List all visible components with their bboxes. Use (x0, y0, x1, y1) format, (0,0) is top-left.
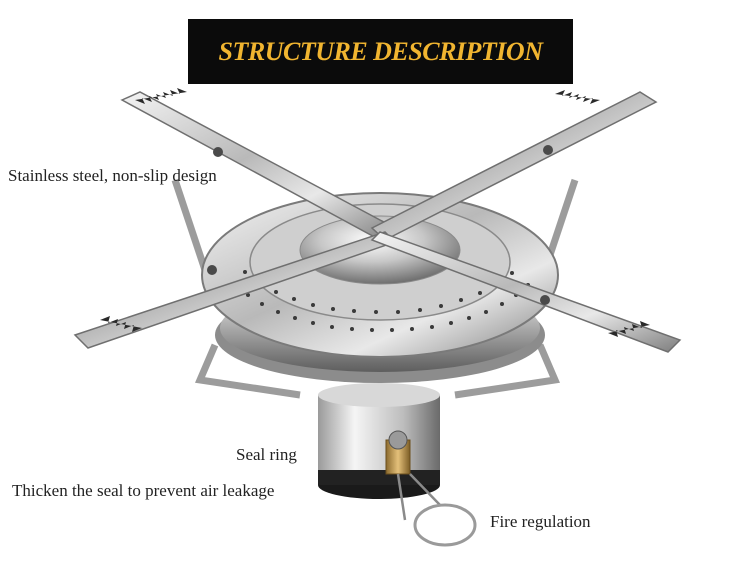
title-banner: STRUCTURE DESCRIPTION (188, 19, 573, 84)
gas-connector-body (318, 383, 440, 499)
pot-support-arms (73, 91, 682, 353)
label-seal-ring: Seal ring (236, 445, 297, 464)
label-stainless-steel: Stainless steel, non-slip design (8, 166, 217, 185)
non-slip-teeth (100, 88, 650, 337)
label-fire-regulation: Fire regulation (490, 512, 591, 531)
pivot-rivets (207, 145, 553, 305)
burner-head (201, 192, 559, 358)
fire-regulation-valve (385, 430, 477, 547)
label-thicken-seal: Thicken the seal to prevent air leakage (12, 481, 275, 500)
page-title: STRUCTURE DESCRIPTION (218, 36, 543, 66)
